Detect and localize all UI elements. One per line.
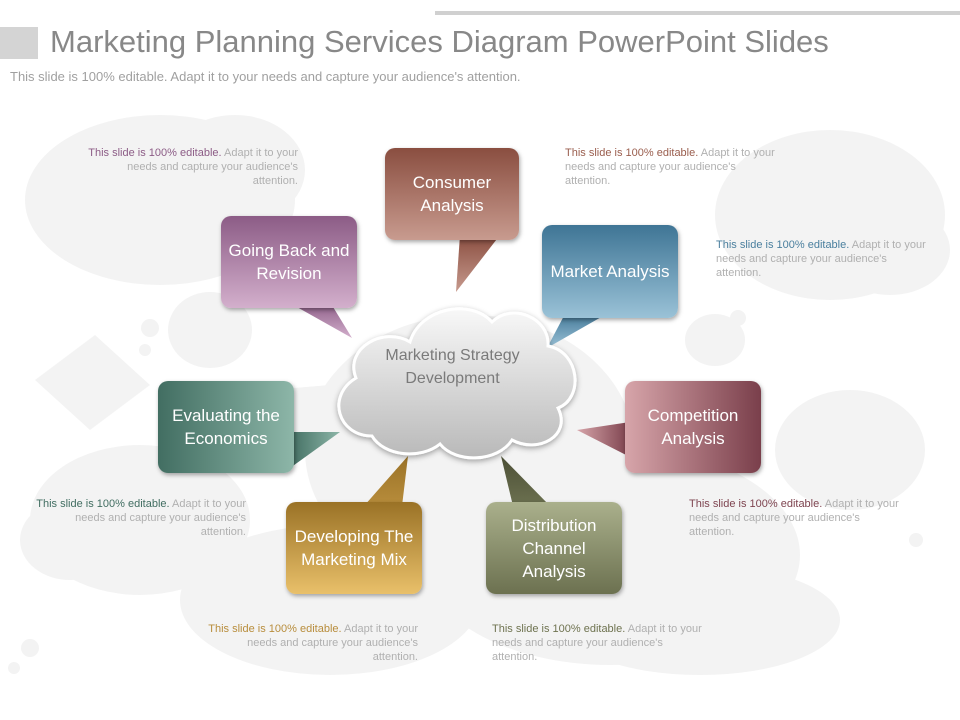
note-lead: This slide is 100% editable. xyxy=(565,147,699,159)
market-analysis-bubble: Market Analysis xyxy=(542,225,678,318)
note-body: Adapt it to your needs and capture your … xyxy=(492,623,702,663)
note-lead: This slide is 100% editable. xyxy=(492,623,626,635)
note-lead: This slide is 100% editable. xyxy=(208,623,342,635)
note-economics: This slide is 100% editable. Adapt it to… xyxy=(36,497,246,539)
header-accent-block xyxy=(0,27,38,59)
note-lead: This slide is 100% editable. xyxy=(88,147,222,159)
center-label: Marketing Strategy Development xyxy=(385,347,520,387)
evaluating-economics-bubble: Evaluating the Economics xyxy=(158,381,294,473)
consumer-analysis-label: Consumer Analysis xyxy=(412,173,492,215)
going-back-revision-bubble: Going Back and Revision xyxy=(221,216,357,308)
consumer-analysis-bubble: Consumer Analysis xyxy=(385,148,519,240)
note-market: This slide is 100% editable. Adapt it to… xyxy=(716,238,926,280)
note-lead: This slide is 100% editable. xyxy=(716,239,850,251)
note-body: Adapt it to your needs and capture your … xyxy=(247,623,418,663)
evaluating-economics-label: Evaluating the Economics xyxy=(172,406,280,448)
note-body: Adapt it to your needs and capture your … xyxy=(75,498,246,538)
consumer-bubble-tail xyxy=(456,235,500,292)
marketing-mix-label: Developing The Marketing Mix xyxy=(294,527,414,569)
note-body: Adapt it to your needs and capture your … xyxy=(689,498,899,538)
page-subtitle: This slide is 100% editable. Adapt it to… xyxy=(10,69,521,84)
header-accent-line xyxy=(435,11,960,15)
note-lead: This slide is 100% editable. xyxy=(36,498,170,510)
note-body: Adapt it to your needs and capture your … xyxy=(127,147,298,187)
note-competition: This slide is 100% editable. Adapt it to… xyxy=(689,497,899,539)
distribution-channel-label: Distribution Channel Analysis xyxy=(511,515,597,581)
competition-analysis-bubble: Competition Analysis xyxy=(625,381,761,473)
market-analysis-label: Market Analysis xyxy=(550,262,670,281)
going-back-revision-label: Going Back and Revision xyxy=(228,241,350,283)
marketing-mix-bubble-tail xyxy=(364,456,408,506)
revision-bubble-tail xyxy=(288,302,352,338)
note-body: Adapt it to your needs and capture your … xyxy=(565,147,775,187)
note-revision: This slide is 100% editable. Adapt it to… xyxy=(88,146,298,188)
distribution-channel-bubble: Distribution Channel Analysis xyxy=(486,502,622,594)
market-bubble-tail xyxy=(547,312,610,348)
page-title: Marketing Planning Services Diagram Powe… xyxy=(50,24,829,59)
note-consumer: This slide is 100% editable. Adapt it to… xyxy=(565,146,775,188)
note-marketing-mix: This slide is 100% editable. Adapt it to… xyxy=(208,622,418,664)
economics-bubble-tail xyxy=(290,432,340,468)
competition-bubble-tail xyxy=(577,422,630,457)
note-body: Adapt it to your needs and capture your … xyxy=(716,239,926,279)
note-lead: This slide is 100% editable. xyxy=(689,498,823,510)
distribution-bubble-tail xyxy=(501,456,550,506)
marketing-mix-bubble: Developing The Marketing Mix xyxy=(286,502,422,594)
note-distribution: This slide is 100% editable. Adapt it to… xyxy=(492,622,702,664)
competition-analysis-label: Competition Analysis xyxy=(647,406,739,448)
